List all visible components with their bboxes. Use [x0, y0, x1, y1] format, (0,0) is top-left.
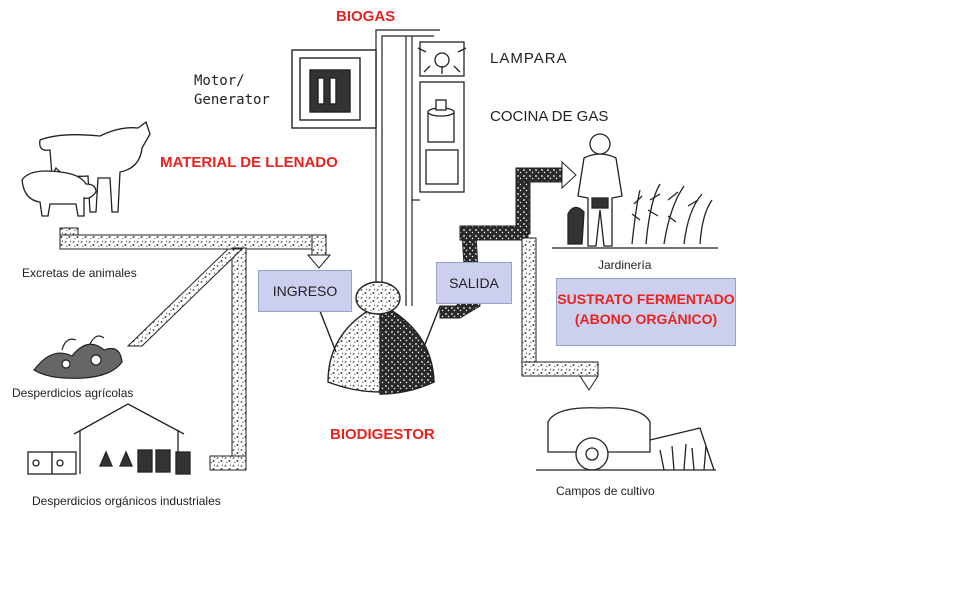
fields-label: Campos de cultivo — [556, 484, 655, 498]
biogas-title: BIOGAS — [336, 8, 396, 25]
industrial-waste-label: Desperdicios orgánicos industriales — [32, 494, 221, 508]
outlet-box: SALIDA — [436, 262, 512, 304]
substrate-line-2: (ABONO ORGÁNICO) — [574, 311, 718, 327]
fermented-substrate-box: SUSTRATO FERMENTADO (ABONO ORGÁNICO) — [556, 278, 736, 346]
motor-label: Motor/ — [194, 73, 245, 89]
biodigester-title: BIODIGESTOR — [330, 426, 435, 443]
vegetables-icon — [33, 335, 123, 379]
gardener-icon — [552, 133, 718, 249]
animal-excreta-label: Excretas de animales — [22, 266, 137, 280]
lamp-icon — [417, 41, 467, 77]
agricultural-waste-label: Desperdicios agrícolas — [12, 386, 134, 400]
substrate-line-1: SUSTRATO FERMENTADO — [557, 291, 735, 307]
outlet-label: SALIDA — [449, 275, 499, 291]
gas-stove-icon — [419, 81, 465, 193]
generator-icon — [291, 49, 377, 129]
gas-stove-label: COCINA DE GAS — [490, 108, 609, 125]
cattle-pig-icon — [21, 120, 151, 217]
generator-label: Generator — [194, 92, 270, 108]
inlet-box: INGRESO — [258, 270, 352, 312]
biodigester-dome-icon — [317, 281, 441, 395]
gardening-label: Jardinería — [598, 258, 652, 272]
industrial-shed-icon — [27, 403, 191, 475]
inlet-label: INGRESO — [272, 283, 338, 299]
cultivation-field-icon — [536, 407, 716, 471]
feed-pipes — [59, 227, 332, 471]
lamp-label: LAMPARA — [490, 50, 568, 67]
feed-material-title: MATERIAL DE LLENADO — [160, 154, 338, 171]
